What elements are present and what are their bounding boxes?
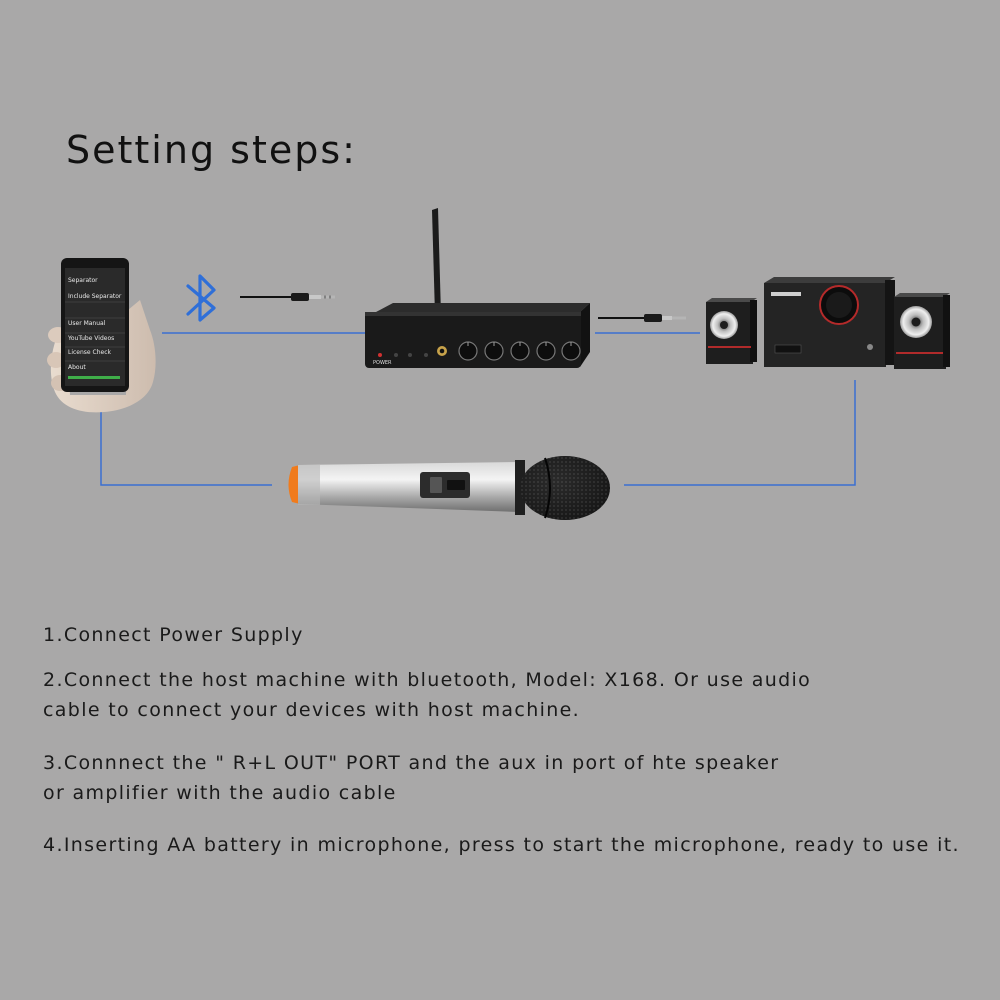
phone-menu-item: Include Separator <box>68 293 122 300</box>
step-2: 2.Connect the host machine with bluetoot… <box>43 665 811 725</box>
left-speaker <box>706 298 757 364</box>
phone-screen <box>65 268 125 386</box>
step-2-line-1: 2.Connect the host machine with bluetoot… <box>43 669 812 691</box>
step-2-line-2: cable to connect your devices with host … <box>43 699 581 721</box>
bluetooth-icon <box>186 274 216 322</box>
page-title: Setting steps: <box>66 128 357 172</box>
smartphone-in-hand: Separator Include Separator User Manual … <box>47 258 156 413</box>
audio-cable-left <box>240 293 335 301</box>
step-4: 4.Inserting AA battery in microphone, pr… <box>43 830 960 860</box>
mixer-knobs <box>458 341 581 361</box>
step-3-line-1: 3.Connnect the " R+L OUT" PORT and the a… <box>43 752 780 774</box>
line-speakers-to-mic <box>624 380 856 486</box>
phone-menu-item: User Manual <box>68 320 106 327</box>
step-1-line-1: 1.Connect Power Supply <box>43 624 304 646</box>
step-4-line-1: 4.Inserting AA battery in microphone, pr… <box>43 834 960 856</box>
mixer-host-machine: POWER <box>365 208 590 368</box>
step-3: 3.Connnect the " R+L OUT" PORT and the a… <box>43 748 779 808</box>
audio-cable-right <box>598 314 686 322</box>
step-1: 1.Connect Power Supply <box>43 620 304 650</box>
antenna <box>432 208 441 315</box>
subwoofer <box>764 277 895 367</box>
wireless-microphone <box>288 456 610 520</box>
phone-menu-item: Separator <box>68 277 98 284</box>
phone-menu-item: YouTube Videos <box>67 335 114 342</box>
hand-shape <box>50 300 156 413</box>
phone-menu-item: License Check <box>68 349 112 356</box>
step-3-line-2: or amplifier with the audio cable <box>43 782 397 804</box>
phone-menu-item: About <box>68 364 86 371</box>
connector-lines <box>100 332 856 486</box>
speaker-system <box>706 277 950 369</box>
power-label: POWER <box>373 360 392 366</box>
mic-orange-cap <box>288 465 300 504</box>
line-phone-to-mic <box>100 410 272 486</box>
right-speaker <box>894 293 950 369</box>
